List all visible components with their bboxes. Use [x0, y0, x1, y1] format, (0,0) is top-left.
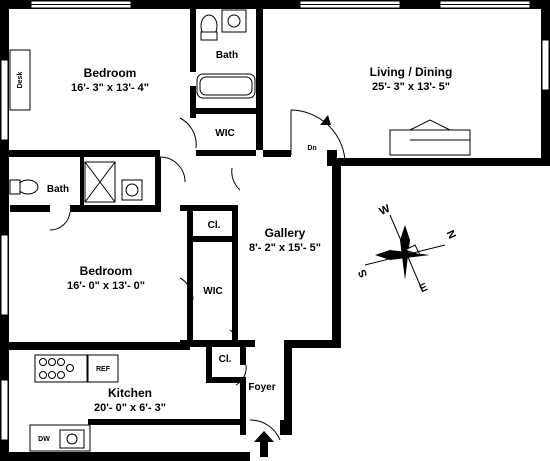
foyer-label: Foyer — [248, 382, 275, 393]
fixtures — [9, 9, 471, 452]
dn-label: Dn — [307, 145, 316, 152]
radiator — [389, 129, 471, 156]
ref-label: REF — [96, 366, 111, 373]
refrigerator — [87, 354, 119, 383]
bedroom2-dims: 16'- 0" x 13'- 0" — [67, 280, 145, 292]
living-name: Living / Dining — [370, 65, 453, 79]
kitchen-name: Kitchen — [108, 386, 152, 400]
wic-top-label: WIC — [215, 128, 234, 139]
desk-label: Desk — [17, 72, 24, 89]
gallery-name: Gallery — [265, 226, 306, 240]
compass-s: S — [356, 267, 370, 279]
entry-arrow-icon — [254, 431, 274, 457]
compass-rose-icon — [364, 214, 446, 286]
gallery-dims: 8'- 2" x 15'- 5" — [249, 242, 321, 254]
closet-upper-label: Cl. — [208, 220, 221, 231]
kitchen-dims: 20'- 0" x 6'- 3" — [94, 402, 166, 414]
dw-label: DW — [38, 436, 50, 443]
desk — [9, 49, 31, 111]
toilet-left — [17, 179, 39, 195]
bedroom1-dims: 16'- 3" x 13'- 4" — [71, 82, 149, 94]
bedroom1-name: Bedroom — [84, 66, 137, 80]
compass-e: E — [418, 281, 430, 295]
wic-mid-label: WIC — [203, 286, 222, 297]
bedroom2-name: Bedroom — [80, 264, 133, 278]
bath-top-label: Bath — [216, 50, 238, 61]
closet-lower-label: Cl. — [219, 354, 232, 365]
doors — [49, 117, 281, 441]
bath-left-label: Bath — [47, 184, 69, 195]
living-dims: 25'- 3" x 13'- 5" — [372, 81, 450, 93]
windows — [0, 0, 550, 441]
labels: Bedroom 16'- 3" x 13'- 4" Living / Dinin… — [17, 50, 458, 443]
compass-n: N — [444, 229, 458, 241]
